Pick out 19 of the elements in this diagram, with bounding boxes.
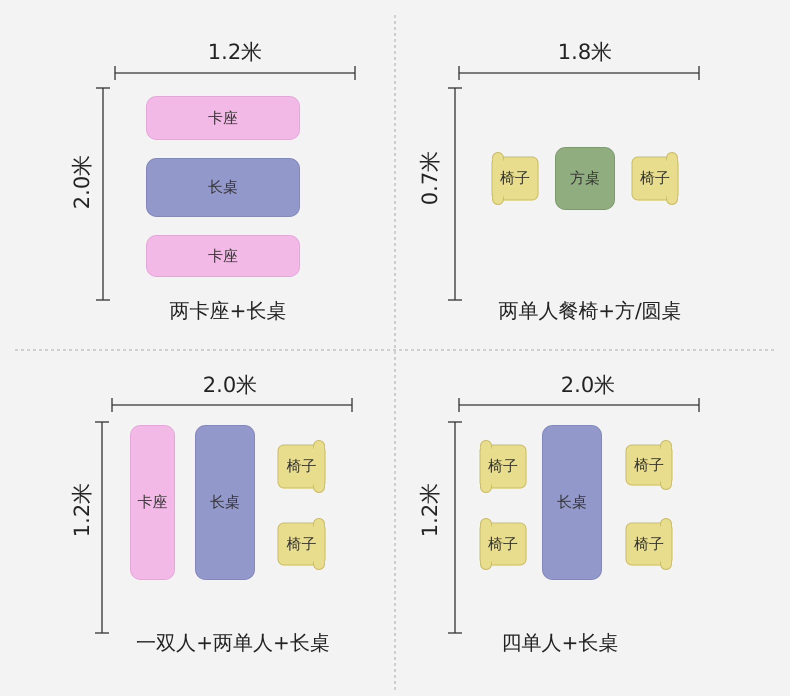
dimension-label: 1.2米 xyxy=(208,39,262,66)
dimension-label: 0.7米 xyxy=(417,150,443,206)
dimension-label: 1.2米 xyxy=(417,482,443,538)
layout-caption: 两卡座+长桌 xyxy=(170,298,286,324)
layout-caption: 两单人餐椅+方/圆桌 xyxy=(498,298,682,324)
layout-caption: 一双人+两单人+长桌 xyxy=(136,630,330,656)
booth-seat: 卡座 xyxy=(130,425,175,580)
layout-caption: 四单人+长桌 xyxy=(502,630,618,656)
dimension-label: 2.0米 xyxy=(202,372,258,399)
long-table: 长桌 xyxy=(542,425,602,580)
dimension-label: 2.0米 xyxy=(69,154,95,210)
square-table: 方桌 xyxy=(555,147,615,210)
dimension-label: 2.0米 xyxy=(560,372,616,399)
long-table: 长桌 xyxy=(146,158,300,217)
dimension-label: 1.2米 xyxy=(69,482,95,538)
booth-seat: 卡座 xyxy=(146,235,300,277)
booth-seat: 卡座 xyxy=(146,96,300,140)
long-table: 长桌 xyxy=(195,425,255,580)
dimension-label: 1.8米 xyxy=(558,39,612,66)
